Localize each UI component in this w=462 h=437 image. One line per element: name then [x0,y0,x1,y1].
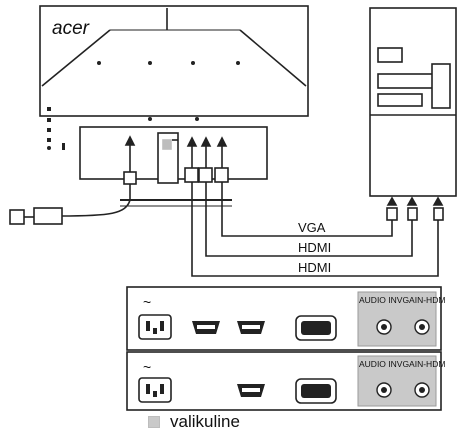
power-adapter-plug [33,207,63,225]
hdmi-cable-2-label: HDMI [298,260,331,275]
vesa-mount-holes [97,61,240,121]
monitor-body [39,5,309,117]
kensington-slot [162,139,172,150]
monitor-port-arrows [123,135,229,200]
vga-port [295,378,337,404]
hdmi-cable-1-label: HDMI [298,240,331,255]
audio-jack [414,382,430,398]
legend-label: valikuline [170,412,240,431]
power-cord [9,199,131,225]
vga-port [295,315,337,341]
io-panel-2: ~ AUDIO INVGAIN-HDM [126,351,445,411]
monitor: acer [39,5,309,207]
optional-audio-section [357,291,437,347]
hdmi-cable-2 [191,182,439,277]
vga-cable-label: VGA [298,220,326,235]
optional-audio-section [357,355,437,407]
hdmi-port [237,321,265,334]
ac-symbol: ~ [143,359,151,375]
io-panel-1: ~ AUDIO INVGAIN-HDM [126,286,445,351]
wall-outlet [9,209,25,225]
audio-section-label: AUDIO INVGAIN-HDM [359,359,445,369]
hdmi-port [237,384,265,397]
power-socket [138,314,172,340]
pc-tower [369,7,457,197]
audio-jack [376,382,392,398]
ac-symbol: ~ [143,294,151,310]
video-cables [191,182,439,277]
audio-jack [414,319,430,335]
hdmi-cable-1 [205,182,413,257]
vga-cable [221,182,393,237]
monitor-brand-logo: acer [52,18,90,39]
power-socket [138,377,172,403]
hdmi-port [192,321,220,334]
audio-jack [376,319,392,335]
audio-section-label: AUDIO INVGAIN-HDM [359,295,445,305]
monitor-side-buttons [47,107,65,150]
pc-port-arrows [386,196,444,221]
optional-swatch [148,416,160,428]
legend: valikuline [148,412,240,432]
